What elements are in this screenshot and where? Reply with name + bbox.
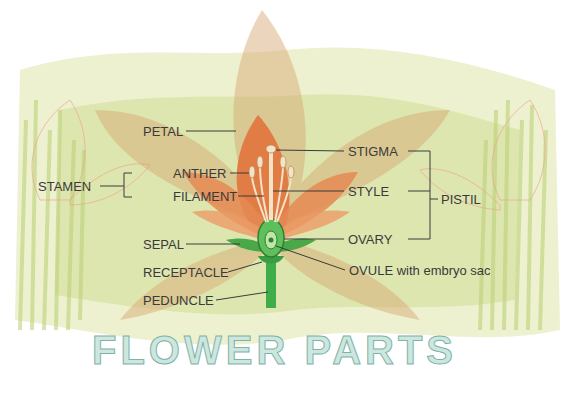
filament-label: FILAMENT [173,190,237,203]
receptacle-label: RECEPTACLE [143,266,229,279]
ovule-shape [265,231,277,249]
petal-label: PETAL [143,125,183,138]
ovary-label: OVARY [348,233,392,246]
ovary-shape [258,219,284,257]
sepal-label: SEPAL [143,238,184,251]
bracket-lines [100,151,438,239]
pistil-label: PISTIL [441,193,481,206]
filament-shapes [252,166,291,222]
lily-flower [183,115,358,308]
style-label: STYLE [348,185,389,198]
stamen-bracket [100,186,124,187]
faded-petal [272,240,420,320]
anther-label: ANTHER [173,167,226,180]
embryo-sac [269,238,274,243]
style-shape [269,152,273,220]
stigma-shape [266,145,276,153]
peduncle-stem [266,258,276,308]
pistil-bracket [408,191,430,192]
stamen-bracket [124,173,132,197]
diagram-title: FLOWER PARTS [92,330,457,370]
stamen-label: STAMEN [38,180,91,193]
anther-shapes [249,156,294,178]
pistil-bracket [430,199,438,200]
faded-petal [120,240,272,320]
stigma-label: STIGMA [348,145,398,158]
peduncle-label: PEDUNCLE [143,294,214,307]
pistil-bracket [408,151,430,239]
ovule-label: OVULE with embryo sac [349,264,491,277]
